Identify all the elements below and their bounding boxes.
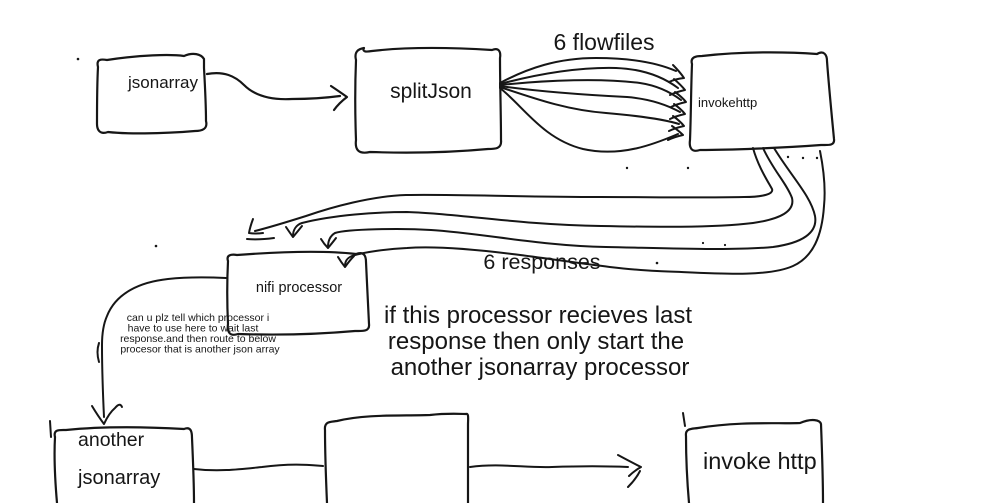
arrowhead-icon [320,237,337,249]
flowfile-arrow-line-2 [499,66,679,89]
node-splitjson: splitJson [354,46,503,154]
ink-speck [625,166,629,170]
ink-speck [786,155,790,159]
arrowhead-icon [669,78,686,96]
response-arrow-line-1 [254,147,774,232]
nifi-processor-box-outline [226,250,371,336]
flowfile-arrow-line-4 [499,85,681,113]
arrowhead-icon [337,255,355,268]
question-line-4: procesor that is another json array [120,344,280,356]
arrowhead-icon [617,454,642,477]
arrowhead-icon [329,84,349,112]
ink-speck [801,156,805,160]
flowfile-arrow-line-3 [499,79,682,101]
edge-unlabeled-to-invokehttp [469,454,642,488]
instruction-annotation: if this processor recieves last response… [384,302,692,381]
question-line-1: can u plz tell which processor i [127,312,269,324]
instruction-line-3: another jsonarray processor [391,354,690,381]
node-another-jsonarray: another jsonarray [49,420,196,503]
ink-speck [154,244,158,248]
invokehttp-box-outline [688,51,836,152]
invokehttp-label: invokehttp [698,95,757,110]
edge-line [101,276,227,418]
node-nifi-processor: nifi processor [226,250,371,336]
another-jsonarray-label-line2: jsonarray [77,467,160,489]
arrowhead-icon [668,64,685,83]
ink-specks [76,57,819,265]
arrowhead-icon [285,225,303,238]
node-unlabeled-box [323,412,470,503]
corner-tick [682,412,686,427]
question-line-3: response.and then route to below [120,333,276,345]
jsonarray-label: jsonarray [127,73,198,92]
node-jsonarray: jsonarray [95,52,208,135]
response-arrows [246,147,826,275]
another-jsonarray-box-outline [53,426,196,503]
flowfile-arrow-line-5 [499,86,680,125]
invoke-http-box-outline [684,418,825,503]
response-arrow-line-2 [292,147,794,237]
edge-jsonarray-to-splitjson [205,72,349,112]
flowfile-arrows [499,57,687,153]
ink-speck [723,243,727,247]
edge-line [205,72,342,101]
unlabeled-box-outline [323,412,470,503]
response-arrow-line-4 [344,150,826,275]
flowfiles-count-label: 6 flowfiles [554,29,655,55]
ink-speck [655,261,659,265]
node-invokehttp-top: invokehttp [688,51,836,152]
jsonarray-box-outline [95,52,208,135]
edge-line [469,464,629,469]
splitjson-label: splitJson [390,80,472,103]
splitjson-box-outline [354,46,503,154]
flowfile-arrow-line-6 [499,87,679,153]
instruction-line-2: response then only start the [388,328,684,355]
ink-speck [701,241,705,245]
invoke-http-label: invoke http [703,448,817,474]
instruction-line-1: if this processor recieves last [384,302,692,329]
arrowhead-flourish [627,470,641,488]
responses-count-label: 6 responses [483,250,600,274]
edge-another-to-unlabeled [193,463,324,472]
corner-tick [49,420,52,438]
ink-speck [815,156,819,160]
ink-speck [686,166,690,170]
flowfile-arrow-line-1 [499,57,677,84]
question-annotation: can u plz tell which processor i have to… [120,312,280,356]
another-jsonarray-label-line1: another [78,429,145,451]
arrowhead-icon [91,403,123,425]
arrowhead-icon [248,218,264,235]
question-line-2: have to use here to wait last [128,323,259,335]
edge-stroke-blip [96,342,100,363]
node-invoke-http-bottom: invoke http [682,412,825,503]
nifi-processor-label: nifi processor [256,280,342,296]
edge-nifi-to-another [91,276,227,425]
response-arrow-line-3 [327,147,817,251]
arrow-landing-stroke [246,237,275,241]
arrowhead-icon [667,125,684,141]
ink-speck [76,57,80,61]
arrowhead-icon [668,115,685,132]
